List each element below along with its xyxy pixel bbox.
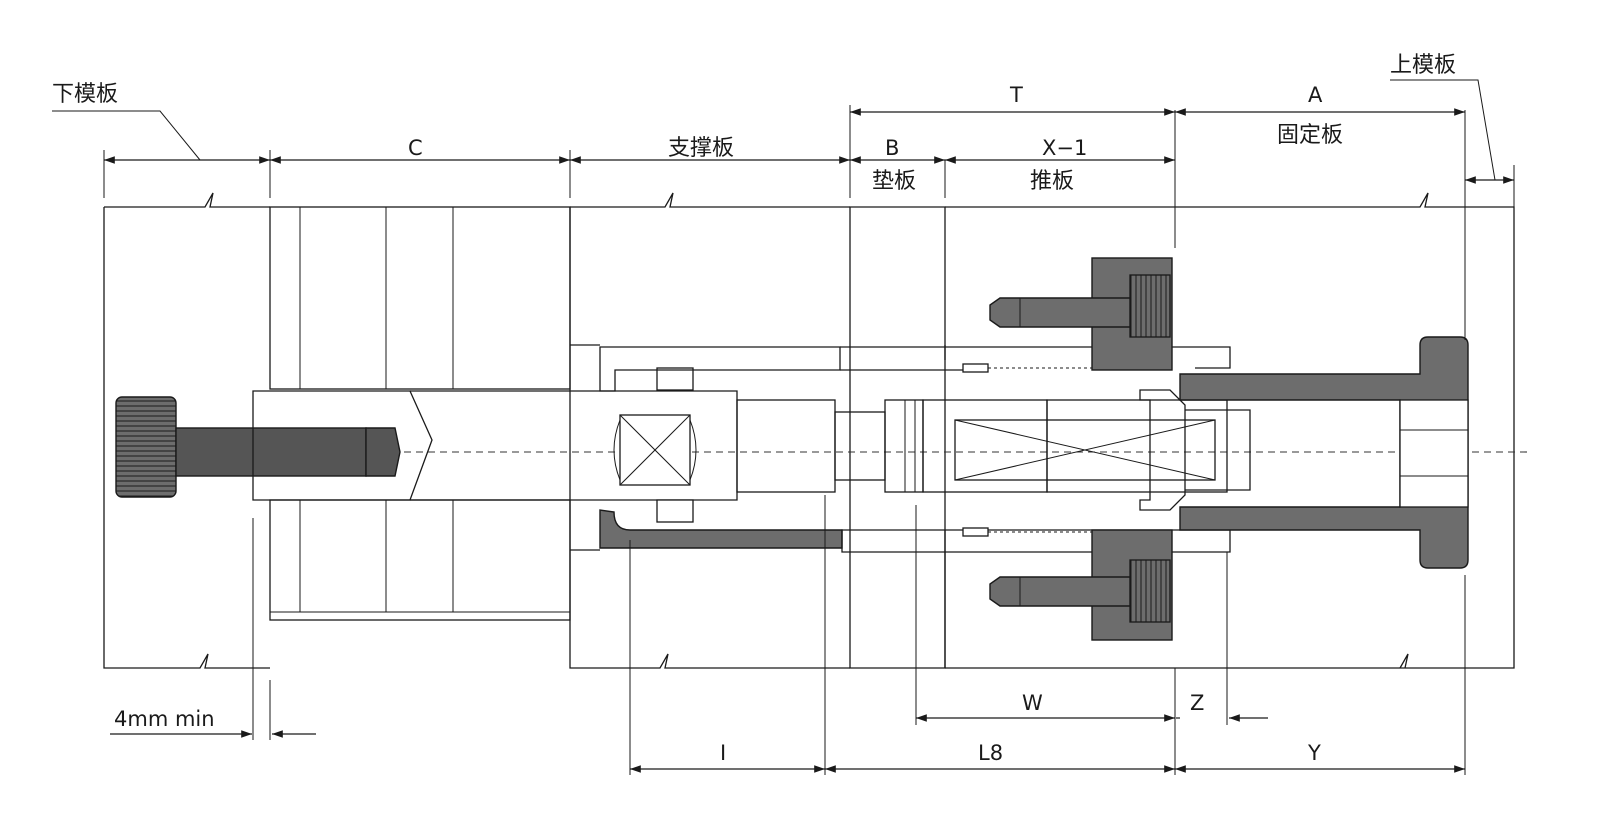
adjust-sleeve	[252, 390, 433, 501]
lower-mold-plate	[103, 192, 270, 669]
x1-label: X−1	[1042, 136, 1087, 160]
lower-tube	[656, 499, 694, 523]
a-label: A	[1308, 83, 1323, 107]
l8-label: L8	[978, 741, 1003, 765]
lower-plate-label: 下模板	[52, 82, 118, 107]
c-block-lower	[269, 499, 571, 621]
left-adjust-screw	[115, 396, 401, 498]
spacer-plate-label: 垫板	[872, 169, 916, 194]
inner-body	[922, 389, 1251, 511]
min-clearance-label: 4mm min	[114, 707, 215, 731]
upper-knurled-screw-icon	[1129, 274, 1171, 338]
upper-plate-label: 上模板	[1390, 53, 1456, 78]
wrench-flat-icon	[613, 414, 697, 486]
fixed-plate-label: 固定板	[1277, 123, 1343, 148]
lower-clamp-block	[989, 529, 1173, 641]
upper-tube	[656, 367, 694, 391]
push-plate-label: 推板	[1030, 169, 1074, 194]
shaft-neck	[736, 399, 924, 493]
dimensions	[104, 108, 1514, 773]
knurled-knob-icon	[115, 396, 177, 498]
fixed-head-nut	[1179, 336, 1469, 569]
upper-clamp-block	[989, 257, 1173, 371]
i-label: I	[720, 741, 726, 765]
upper-housing	[599, 346, 841, 392]
c-block-upper	[269, 206, 571, 390]
w-label: W	[1022, 691, 1043, 715]
plate-outlines	[103, 192, 1515, 669]
y-label: Y	[1307, 741, 1321, 765]
lower-shaded-sleeve	[599, 509, 843, 549]
leader-upper-plate	[1390, 79, 1496, 181]
t-label: T	[1009, 83, 1023, 107]
c-label: C	[408, 136, 423, 160]
support-plate	[569, 192, 850, 669]
lower-knurled-screw-icon	[1129, 559, 1171, 623]
leader-lower-plate	[52, 110, 201, 161]
b-label: B	[885, 136, 899, 160]
fixed-plate	[1175, 192, 1515, 669]
push-plate	[944, 206, 1175, 669]
z-label: Z	[1190, 691, 1204, 715]
support-plate-label: 支撑板	[668, 136, 734, 161]
spacer-plate	[849, 206, 946, 669]
